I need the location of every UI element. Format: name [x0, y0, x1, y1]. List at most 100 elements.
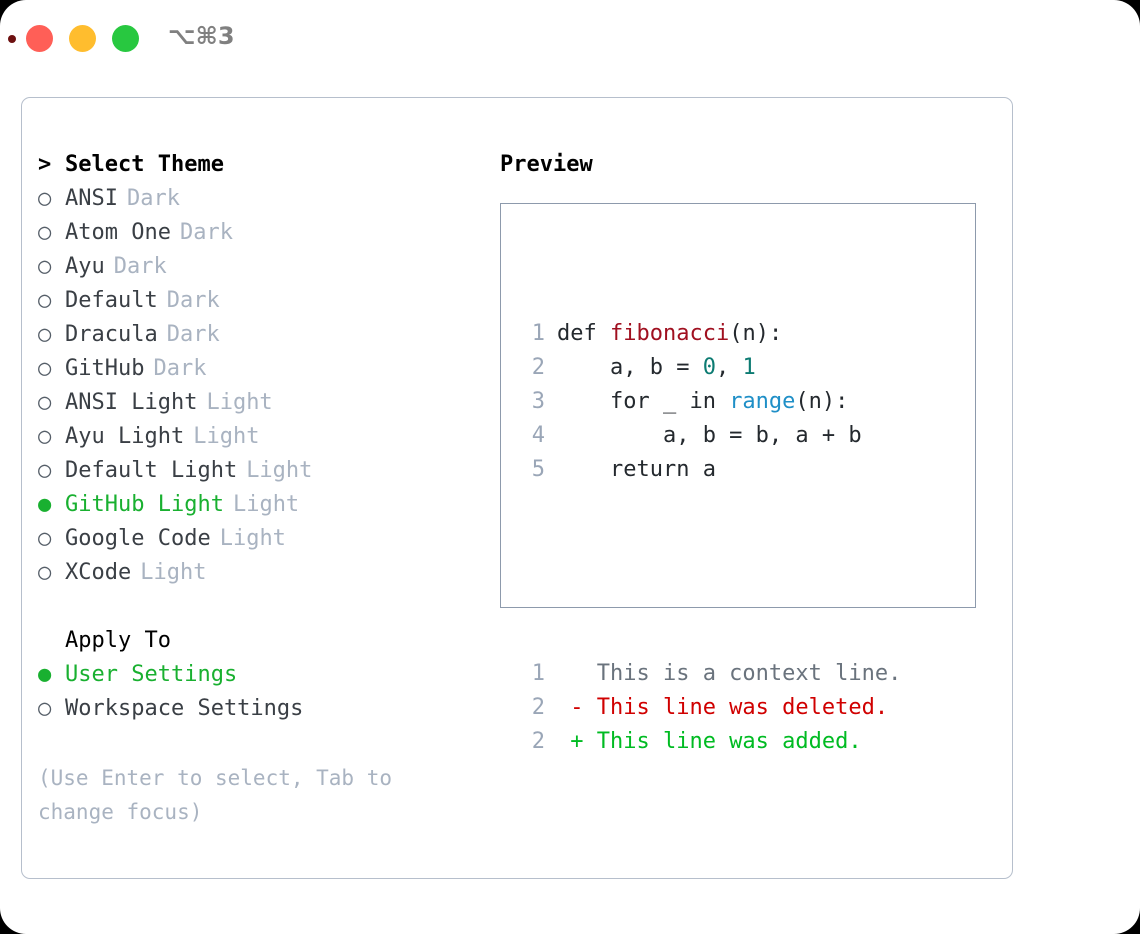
- radio-unselected-icon[interactable]: ○: [38, 288, 52, 313]
- theme-name-label: Default Light: [65, 458, 238, 483]
- radio-selected-icon[interactable]: ●: [38, 662, 52, 687]
- line-number: 2: [531, 695, 545, 720]
- theme-variant-badge: Light: [193, 424, 260, 449]
- theme-list-item[interactable]: ○ Google Code Light: [38, 522, 478, 556]
- theme-list-item[interactable]: ○ ANSI Light Light: [38, 386, 478, 420]
- line-number: 4: [531, 423, 545, 448]
- theme-variant-badge: Dark: [153, 356, 207, 381]
- theme-name-label: GitHub Light: [65, 492, 224, 517]
- code-token-plain: for _ in: [557, 389, 730, 414]
- code-line: 2 a, b = 0, 1: [521, 351, 901, 385]
- theme-name-label: ANSI Light: [65, 390, 198, 415]
- line-number: 3: [531, 389, 545, 414]
- title-bar: ⌥⌘3: [0, 0, 1140, 78]
- theme-variant-badge: Light: [206, 390, 273, 415]
- close-window-button[interactable]: [26, 25, 53, 52]
- diff-line: 2 + This line was added.: [521, 725, 901, 759]
- theme-name-label: Atom One: [65, 220, 171, 245]
- radio-unselected-icon[interactable]: ○: [38, 390, 52, 415]
- code-token-plain: (n):: [729, 321, 783, 346]
- theme-list-item[interactable]: ○ GitHub Dark: [38, 352, 478, 386]
- line-number: 1: [531, 661, 545, 686]
- code-line: 1 def fibonacci(n):: [521, 317, 901, 351]
- theme-name-label: GitHub: [65, 356, 145, 381]
- theme-variant-badge: Light: [232, 492, 300, 517]
- radio-unselected-icon[interactable]: ○: [38, 424, 52, 449]
- list-spacer: [38, 590, 478, 624]
- theme-list-item[interactable]: ○ Atom One Dark: [38, 216, 478, 250]
- code-token-func: fibonacci: [609, 321, 730, 346]
- apply-to-heading: Apply To: [65, 628, 171, 653]
- radio-unselected-icon[interactable]: ○: [38, 560, 52, 585]
- radio-unselected-icon[interactable]: ○: [38, 356, 52, 381]
- code-token-del: - This line was deleted.: [557, 695, 889, 720]
- code-line: 4 a, b = b, a + b: [521, 419, 901, 453]
- theme-list-item[interactable]: ○ Default Light Light: [38, 454, 478, 488]
- line-number: 2: [531, 355, 545, 380]
- traffic-light-group: [26, 25, 139, 52]
- keyboard-shortcut-label: ⌥⌘3: [168, 22, 235, 50]
- theme-name-label: Ayu Light: [65, 424, 185, 449]
- radio-unselected-icon[interactable]: ○: [38, 220, 52, 245]
- theme-name-label: ANSI: [65, 186, 118, 211]
- code-token-plain: a, b = b, a + b: [557, 423, 862, 448]
- theme-list-item[interactable]: ○ Ayu Light Light: [38, 420, 478, 454]
- line-number: 2: [531, 729, 545, 754]
- radio-unselected-icon[interactable]: ○: [38, 186, 52, 211]
- diff-sample-block: 1 This is a context line.2 - This line w…: [521, 657, 902, 759]
- caret-icon: >: [38, 152, 52, 177]
- code-token-builtin: range: [729, 389, 796, 414]
- theme-list-item[interactable]: ● GitHub Light Light: [38, 488, 478, 522]
- radio-unselected-icon[interactable]: ○: [38, 696, 52, 721]
- apply-to-label: Workspace Settings: [65, 696, 304, 721]
- radio-unselected-icon[interactable]: ○: [38, 322, 52, 347]
- code-blank-separator: [521, 555, 901, 589]
- theme-name-label: Default: [65, 288, 158, 313]
- radio-unselected-icon[interactable]: ○: [38, 458, 52, 483]
- radio-unselected-icon[interactable]: ○: [38, 526, 52, 551]
- apply-to-item[interactable]: ○ Workspace Settings: [38, 692, 478, 726]
- code-token-plain: def: [557, 321, 610, 346]
- code-token-plain: (n):: [795, 389, 849, 414]
- theme-list-item[interactable]: ○ Default Dark: [38, 284, 478, 318]
- theme-variant-badge: Dark: [166, 288, 220, 313]
- apply-to-list: ● User Settings ○ Workspace Settings: [38, 658, 478, 726]
- line-number: 1: [531, 321, 545, 346]
- theme-variant-badge: Dark: [179, 220, 233, 245]
- radio-selected-icon[interactable]: ●: [38, 492, 52, 517]
- theme-variant-badge: Dark: [126, 186, 180, 211]
- theme-name-label: Google Code: [65, 526, 211, 551]
- code-token-ctx: This is a context line.: [557, 661, 902, 686]
- code-token-num: 0: [702, 355, 716, 380]
- theme-variant-badge: Dark: [166, 322, 220, 347]
- radio-unselected-icon[interactable]: ○: [38, 254, 52, 279]
- code-token-plain: ,: [715, 355, 743, 380]
- maximize-window-button[interactable]: [112, 25, 139, 52]
- code-token-plain: a, b =: [557, 355, 703, 380]
- theme-variant-badge: Light: [140, 560, 207, 585]
- apply-to-item[interactable]: ● User Settings: [38, 658, 478, 692]
- select-theme-heading-label: Select Theme: [65, 152, 224, 177]
- theme-name-label: Ayu: [65, 254, 105, 279]
- preview-column: Preview: [500, 148, 593, 182]
- theme-list-item[interactable]: ○ ANSI Dark: [38, 182, 478, 216]
- diff-line: 2 - This line was deleted.: [521, 691, 901, 725]
- apply-to-label: User Settings: [65, 662, 238, 687]
- code-line: 3 for _ in range(n):: [521, 385, 901, 419]
- code-token-add: + This line was added.: [557, 729, 862, 754]
- code-line: 5 return a: [521, 453, 901, 487]
- diff-line: 1 This is a context line.: [521, 657, 902, 691]
- code-token-num: 1: [742, 355, 756, 380]
- keyboard-hint-text: (Use Enter to select, Tab to change focu…: [38, 766, 393, 824]
- theme-variant-badge: Light: [219, 526, 286, 551]
- theme-variant-badge: Light: [246, 458, 313, 483]
- minimize-window-button[interactable]: [69, 25, 96, 52]
